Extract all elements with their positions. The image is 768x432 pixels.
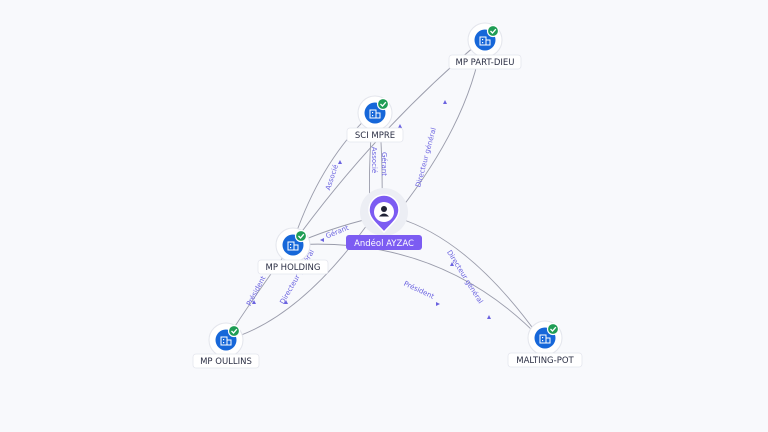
edge-label: Gérant	[380, 152, 388, 176]
company-label: MALTING-POT	[516, 356, 574, 366]
edge-label: Associé	[370, 147, 378, 173]
company-label: MP OULLINS	[200, 357, 252, 367]
arrow-icon	[320, 238, 324, 242]
arrow-icon	[487, 315, 491, 319]
arrow-icon	[436, 302, 440, 306]
building-icon	[220, 336, 232, 346]
person-icon	[379, 206, 389, 217]
arrow-icon	[338, 160, 342, 164]
verified-badge-icon	[486, 24, 500, 38]
company-label: SCI MPRE	[355, 131, 395, 141]
edge-label: Président	[402, 280, 435, 301]
edge-label: Président	[245, 275, 268, 308]
edge-line	[291, 243, 541, 339]
building-icon	[539, 334, 551, 344]
company-label: MP HOLDING	[266, 263, 321, 273]
verified-badge-icon	[376, 97, 390, 111]
company-label: MP PART-DIEU	[456, 58, 515, 68]
edge-label: Directeur général	[445, 249, 484, 305]
arrow-icon	[252, 300, 256, 304]
verified-badge-icon	[227, 324, 241, 338]
building-icon	[287, 241, 299, 251]
arrow-icon	[398, 124, 402, 128]
arrow-icon	[450, 262, 454, 266]
building-icon	[369, 109, 381, 119]
person-label: Andéol AYZAC	[354, 238, 414, 249]
company-node-mp-oullins[interactable]: MP OULLINS	[192, 322, 260, 369]
verified-badge-icon	[294, 229, 308, 243]
person-node[interactable]: Andéol AYZAC	[346, 188, 422, 250]
company-node-mp-part-dieu[interactable]: MP PART-DIEU	[448, 22, 522, 70]
company-node-mp-holding[interactable]: MP HOLDING	[257, 227, 329, 275]
company-node-malting-pot[interactable]: MALTING-POT	[507, 320, 583, 368]
edge-label: Directeur général	[414, 127, 438, 188]
building-icon	[479, 36, 491, 46]
arrow-icon	[284, 300, 288, 304]
edge-line	[397, 217, 541, 339]
edge-label: Associé	[324, 164, 340, 192]
verified-badge-icon	[546, 322, 560, 336]
arrow-icon	[443, 100, 447, 104]
company-node-sci-mpre[interactable]: SCI MPRE	[346, 95, 404, 143]
